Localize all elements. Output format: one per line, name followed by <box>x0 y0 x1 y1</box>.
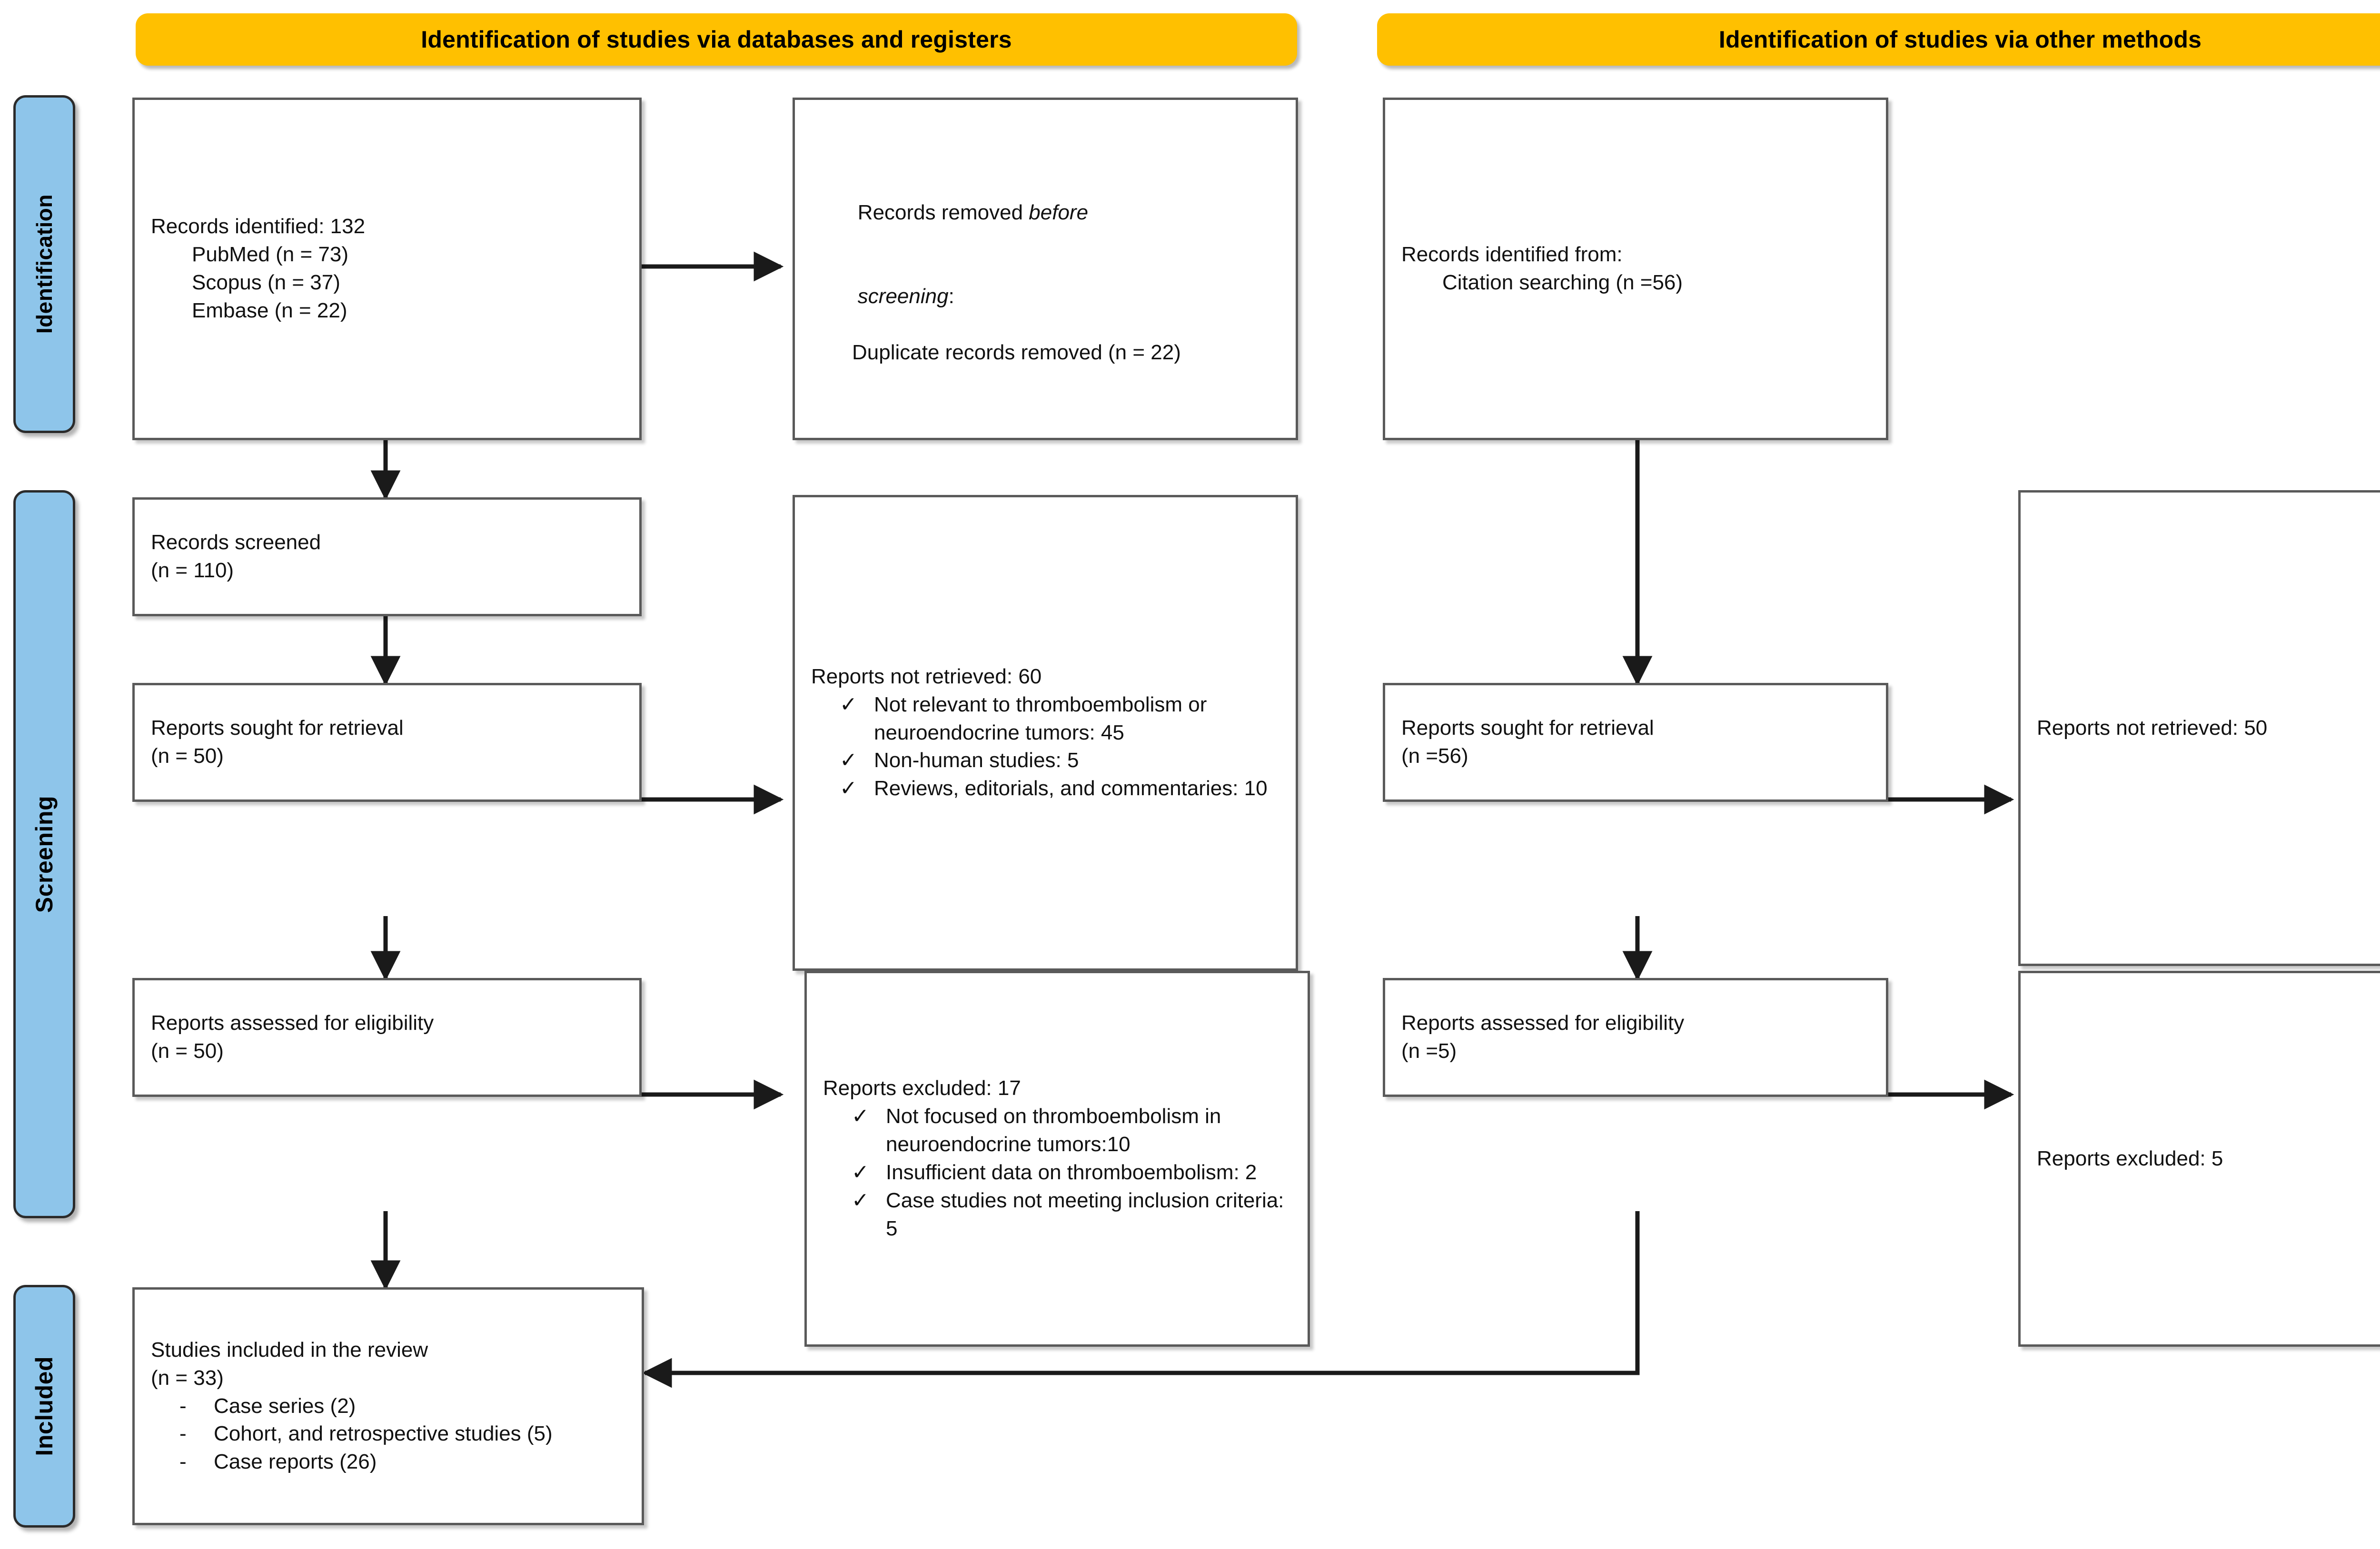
box-records-identified-other: Records identified from: Citation search… <box>1383 98 1888 440</box>
reports-excluded-db-title: Reports excluded: 17 <box>823 1076 1021 1100</box>
records-removed-prefix: Records removed <box>857 200 1029 224</box>
list-item: ✓ Not relevant to thromboembolism or neu… <box>838 691 1279 747</box>
box-records-removed-before-screening: Records removed before screening: Duplic… <box>793 98 1298 440</box>
records-removed-screening-word: screening <box>857 285 949 308</box>
records-identified-source: Embase (n = 22) <box>192 298 347 322</box>
reports-assessed-other-title: Reports assessed for eligibility <box>1401 1011 1685 1035</box>
study-type-text: Case reports (26) <box>214 1450 377 1474</box>
list-item: - Case reports (26) <box>178 1448 625 1476</box>
banner-databases-label: Identification of studies via databases … <box>421 26 1012 53</box>
box-records-screened: Records screened (n = 110) <box>132 497 642 616</box>
check-icon: ✓ <box>852 1105 869 1128</box>
reports-sought-other-count: (n =56) <box>1401 744 1468 768</box>
reports-assessed-other-count: (n =5) <box>1401 1039 1457 1063</box>
list-item: - Cohort, and retrospective studies (5) <box>178 1420 625 1448</box>
rail-identification-label: Identification <box>32 194 57 334</box>
reports-assessed-db-title: Reports assessed for eligibility <box>151 1011 434 1035</box>
banner-databases-and-registers: Identification of studies via databases … <box>136 13 1297 66</box>
box-reports-excluded-other: Reports excluded: 5 <box>2018 971 2380 1347</box>
reason-text: Case studies not meeting inclusion crite… <box>886 1188 1284 1240</box>
box-reports-not-retrieved-other: Reports not retrieved: 50 <box>2018 490 2380 966</box>
study-type-text: Cohort, and retrospective studies (5) <box>214 1422 553 1446</box>
box-reports-assessed-other: Reports assessed for eligibility (n =5) <box>1383 978 1888 1097</box>
reports-sought-db-title: Reports sought for retrieval <box>151 716 404 740</box>
dash-icon: - <box>179 1422 187 1446</box>
list-item: ✓ Not focused on thromboembolism in neur… <box>850 1103 1291 1159</box>
records-screened-count: (n = 110) <box>151 559 234 582</box>
studies-included-count: (n = 33) <box>151 1366 224 1390</box>
check-icon: ✓ <box>840 692 857 716</box>
reports-excluded-db-reason-list: ✓ Not focused on thromboembolism in neur… <box>823 1103 1291 1243</box>
dash-icon: - <box>179 1450 187 1474</box>
reports-sought-other-title: Reports sought for retrieval <box>1401 716 1654 740</box>
reports-not-retrieved-db-title: Reports not retrieved: 60 <box>811 664 1042 688</box>
reason-text: Not relevant to thromboembolism or neuro… <box>874 692 1207 744</box>
rail-screening-label: Screening <box>31 795 58 913</box>
rail-identification: Identification <box>13 95 75 433</box>
box-reports-excluded-databases: Reports excluded: 17 ✓ Not focused on th… <box>804 971 1310 1347</box>
box-reports-not-retrieved-databases: Reports not retrieved: 60 ✓ Not relevant… <box>793 495 1298 971</box>
records-removed-colon: : <box>948 285 954 308</box>
banner-other-methods-label: Identification of studies via other meth… <box>1718 26 2202 53</box>
box-reports-sought-other: Reports sought for retrieval (n =56) <box>1383 683 1888 802</box>
box-reports-sought-databases: Reports sought for retrieval (n = 50) <box>132 683 642 802</box>
reports-assessed-db-count: (n = 50) <box>151 1039 224 1063</box>
check-icon: ✓ <box>852 1188 869 1212</box>
records-screened-title: Records screened <box>151 531 321 554</box>
records-identified-title: Records identified: 132 <box>151 215 366 238</box>
banner-other-methods: Identification of studies via other meth… <box>1377 13 2380 66</box>
reason-text: Not focused on thromboembolism in neuroe… <box>886 1105 1221 1156</box>
reports-excluded-other-title: Reports excluded: 5 <box>2037 1146 2223 1170</box>
records-identified-other-title: Records identified from: <box>1401 243 1623 266</box>
rail-screening: Screening <box>13 490 75 1218</box>
check-icon: ✓ <box>852 1161 869 1184</box>
records-identified-source: PubMed (n = 73) <box>192 243 348 266</box>
studies-included-title: Studies included in the review <box>151 1338 428 1362</box>
studies-included-type-list: - Case series (2) - Cohort, and retrospe… <box>151 1392 625 1477</box>
records-removed-before-word: before <box>1029 200 1089 224</box>
list-item: ✓ Reviews, editorials, and commentaries:… <box>838 775 1279 803</box>
check-icon: ✓ <box>840 777 857 800</box>
list-item: ✓ Insufficient data on thromboembolism: … <box>850 1159 1291 1187</box>
reports-sought-db-count: (n = 50) <box>151 744 224 768</box>
rail-included-label: Included <box>31 1356 58 1456</box>
reason-text: Non-human studies: 5 <box>874 749 1079 772</box>
rail-included: Included <box>13 1285 75 1528</box>
reason-text: Insufficient data on thromboembolism: 2 <box>886 1161 1257 1184</box>
box-studies-included: Studies included in the review (n = 33) … <box>132 1287 644 1525</box>
box-records-identified: Records identified: 132 PubMed (n = 73) … <box>132 98 642 440</box>
records-identified-other-detail: Citation searching (n =56) <box>1442 271 1683 294</box>
reports-not-retrieved-db-reason-list: ✓ Not relevant to thromboembolism or neu… <box>811 691 1279 803</box>
list-item: ✓ Case studies not meeting inclusion cri… <box>850 1187 1291 1243</box>
reason-text: Reviews, editorials, and commentaries: 1… <box>874 777 1268 800</box>
records-identified-source: Scopus (n = 37) <box>192 271 340 294</box>
reports-not-retrieved-other-title: Reports not retrieved: 50 <box>2037 716 2268 740</box>
check-icon: ✓ <box>840 749 857 772</box>
records-removed-duplicate-detail: Duplicate records removed (n = 22) <box>852 341 1181 365</box>
box-reports-assessed-databases: Reports assessed for eligibility (n = 50… <box>132 978 642 1097</box>
study-type-text: Case series (2) <box>214 1394 356 1418</box>
list-item: - Case series (2) <box>178 1392 625 1421</box>
list-item: ✓ Non-human studies: 5 <box>838 747 1279 775</box>
dash-icon: - <box>179 1394 187 1418</box>
